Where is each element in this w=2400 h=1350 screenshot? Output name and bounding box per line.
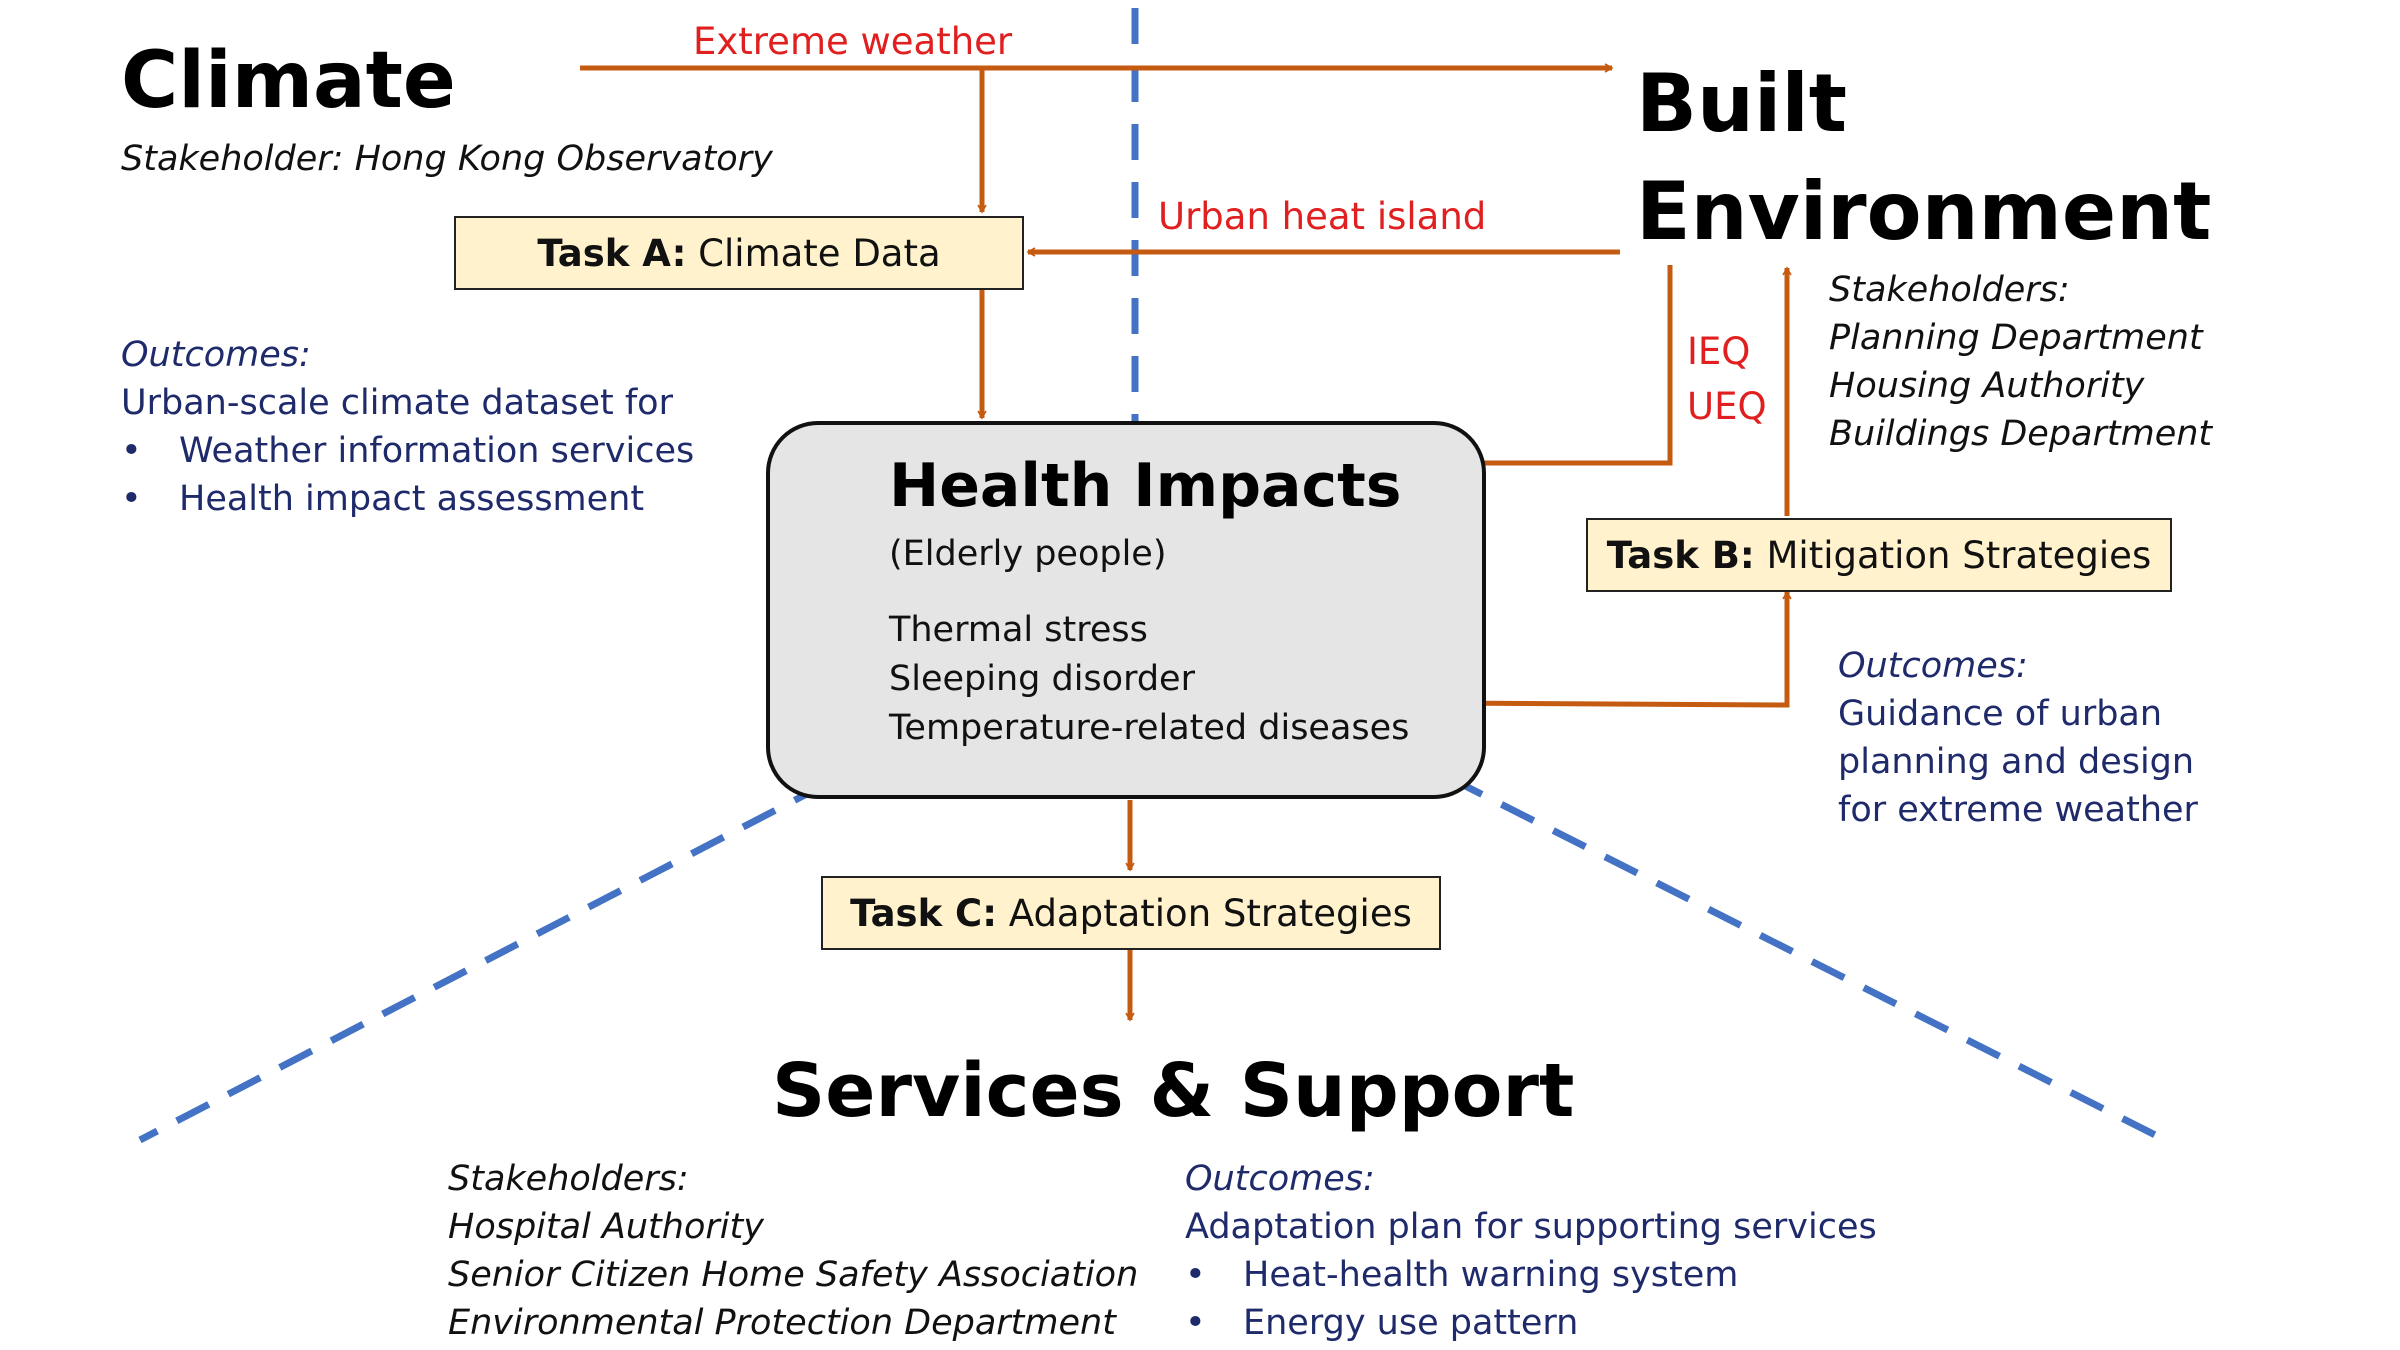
task-b-box: Task B: Mitigation Strategies: [1586, 518, 2172, 592]
divider-left-diagonal: [138, 753, 880, 1144]
label-urban-heat-island: Urban heat island: [1158, 195, 1487, 238]
task-a-outcome-text: Weather information services: [179, 431, 695, 471]
label-ueq: UEQ: [1687, 385, 1767, 428]
task-a-outcome-item: • Weather information services: [121, 427, 694, 475]
built-stakeholder-1: Planning Department: [1829, 318, 2203, 358]
task-b-outcomes: Outcomes: Guidance of urban planning and…: [1838, 642, 2198, 834]
task-b-prefix: Task B:: [1606, 533, 1755, 577]
health-impacts-subtitle: (Elderly people): [889, 534, 1167, 574]
bullet: •: [1185, 1303, 1206, 1343]
climate-title: Climate: [121, 36, 456, 126]
services-stakeholder: Environmental Protection Department: [448, 1303, 1116, 1343]
task-a-outcomes-label: Outcomes:: [121, 335, 311, 375]
task-a-outcomes: Outcomes: Urban-scale climate dataset fo…: [121, 331, 694, 523]
health-impact-item: Temperature-related diseases: [889, 708, 1410, 748]
services-outcomes: Outcomes: Adaptation plan for supporting…: [1185, 1155, 1877, 1347]
task-a-outcome-text: Health impact assessment: [179, 479, 645, 519]
climate-stakeholder: Stakeholder: Hong Kong Observatory: [121, 139, 773, 179]
task-a-outcome-item: • Health impact assessment: [121, 475, 694, 523]
services-outcomes-intro: Adaptation plan for supporting services: [1185, 1207, 1877, 1247]
label-ieq: IEQ: [1687, 330, 1751, 373]
task-a-prefix: Task A:: [537, 231, 687, 275]
arrow-health-to-task-b: [1442, 590, 1792, 708]
task-b-outcomes-label: Outcomes:: [1838, 646, 2028, 686]
built-stakeholder-2: Housing Authority: [1829, 366, 2145, 406]
bullet: •: [121, 431, 142, 471]
task-b-outcome-line: Guidance of urban: [1838, 694, 2163, 734]
health-impacts-list: Thermal stress Sleeping disorder Tempera…: [889, 606, 1409, 753]
task-b-label: Mitigation Strategies: [1766, 533, 2152, 577]
services-outcome-text: Heat-health warning system: [1243, 1255, 1739, 1295]
health-impact-item: Sleeping disorder: [889, 659, 1195, 699]
services-stakeholder: Hospital Authority: [448, 1207, 764, 1247]
built-environment-title: Built Environment: [1636, 50, 2211, 266]
built-title-line2: Environment: [1636, 165, 2212, 258]
built-title-line1: Built: [1636, 57, 1848, 150]
arrow-ieq-ueq: [1438, 265, 1673, 468]
task-a-outcomes-intro: Urban-scale climate dataset for: [121, 383, 673, 423]
built-stakeholders: Stakeholders: Planning Department Housin…: [1829, 266, 2212, 458]
bullet: •: [1185, 1255, 1206, 1295]
services-outcome-item: • Heat-health warning system: [1185, 1251, 1877, 1299]
services-stakeholders-label: Stakeholders:: [448, 1159, 689, 1199]
services-outcome-item: • Energy use pattern: [1185, 1299, 1877, 1347]
task-c-prefix: Task C:: [850, 891, 998, 935]
task-a-label: Climate Data: [698, 231, 941, 275]
services-title: Services & Support: [772, 1048, 1575, 1134]
services-stakeholders: Stakeholders: Hospital Authority Senior …: [448, 1155, 1138, 1347]
built-stakeholders-label: Stakeholders:: [1829, 270, 2070, 310]
task-b-outcome-line: for extreme weather: [1838, 790, 2198, 830]
task-c-label: Adaptation Strategies: [1008, 891, 1412, 935]
label-extreme-weather: Extreme weather: [693, 20, 1013, 63]
bullet: •: [121, 479, 142, 519]
health-impacts-title: Health Impacts: [889, 451, 1402, 521]
health-impact-item: Thermal stress: [889, 610, 1148, 650]
services-stakeholder: Senior Citizen Home Safety Association: [448, 1255, 1139, 1295]
services-outcome-text: Energy use pattern: [1243, 1303, 1579, 1343]
services-outcomes-label: Outcomes:: [1185, 1159, 1375, 1199]
divider-right-diagonal: [1396, 748, 2167, 1144]
task-c-box: Task C: Adaptation Strategies: [821, 876, 1441, 950]
health-impacts-box: [766, 421, 1486, 799]
task-a-box: Task A: Climate Data: [454, 216, 1024, 290]
task-b-outcome-line: planning and design: [1838, 742, 2195, 782]
built-stakeholder-3: Buildings Department: [1829, 414, 2213, 454]
